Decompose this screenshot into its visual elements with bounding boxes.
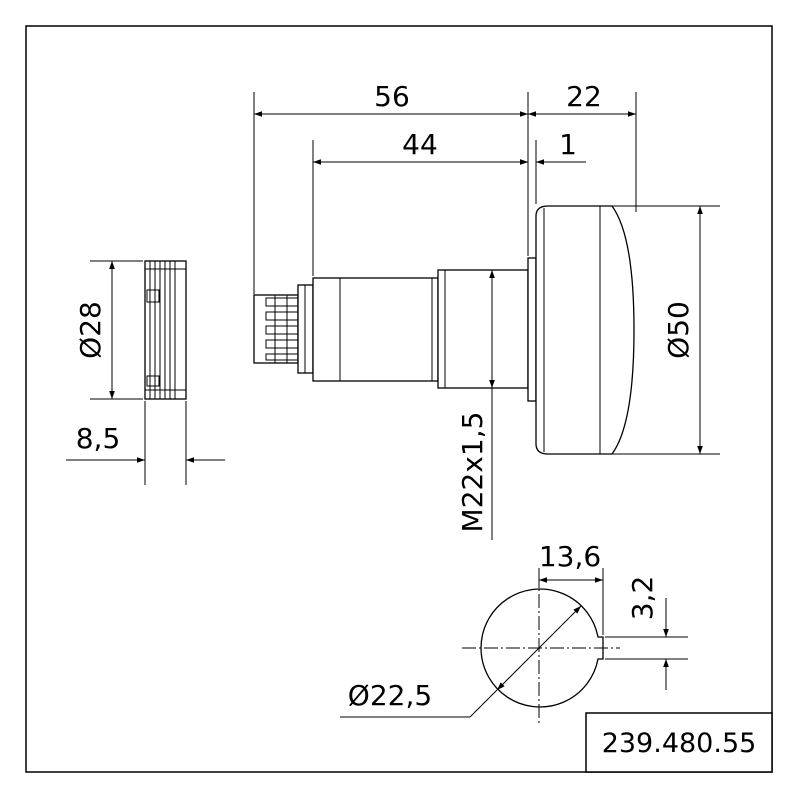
dimension-lines [66,92,720,540]
dim-cap-diameter: Ø50 [662,301,695,359]
nut-view [144,260,187,400]
dim-nut-diameter: Ø28 [74,301,107,359]
part-number: 239.480.55 [602,728,757,759]
dim-cap-depth: 22 [566,80,602,113]
side-view [253,205,635,455]
dim-hole-diameter: Ø22,5 [348,679,432,712]
drawing-frame [25,25,773,773]
part-number-box [585,712,773,773]
dim-flange: 1 [559,128,577,161]
dim-key-depth: 3,2 [626,576,659,621]
dim-body-length: 44 [402,128,438,161]
dim-thread: M22x1,5 [456,412,489,533]
dim-nut-width: 8,5 [76,422,121,455]
dim-overall-length: 56 [374,80,410,113]
dim-key-width: 13,6 [539,540,601,573]
